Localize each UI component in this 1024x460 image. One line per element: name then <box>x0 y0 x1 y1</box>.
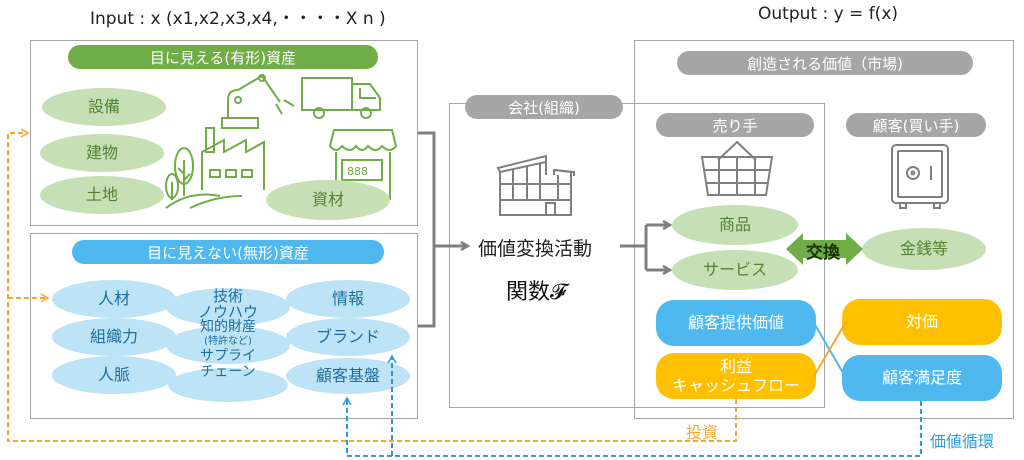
intangible-item-talent: 人材 <box>52 280 176 318</box>
tangible-assets-header: 目に見える(有形)資産 <box>68 45 378 69</box>
customer-satisfaction-box: 顧客満足度 <box>842 355 1002 401</box>
profit-label: 利益 <box>719 356 752 376</box>
input-title: Input : x (x1,x2,x3,x4,・・・・X n ) <box>90 9 386 29</box>
tangible-item-land: 土地 <box>40 176 164 214</box>
buyer-header: 顧客(買い手) <box>846 113 986 137</box>
intangible-item-organization: 組織力 <box>52 318 176 356</box>
intangible-item-information: 情報 <box>286 280 410 318</box>
exchange-label: 交換 <box>806 243 840 263</box>
intangible-center-labels: 技術 ノウハウ 知的財産 (特許など) サプライ チェーン <box>166 287 290 381</box>
price-box: 対価 <box>842 299 1002 345</box>
function-f: 関数𝓕 <box>506 280 567 305</box>
label-supply: サプライ <box>200 348 256 364</box>
value-conversion-activity: 価値変換活動 <box>478 238 593 260</box>
market-header: 創造される価値（市場) <box>677 51 973 75</box>
tangible-item-materials: 資材 <box>266 180 390 220</box>
company-header: 会社(組織) <box>465 95 623 119</box>
output-title: Output : y = f(x) <box>758 4 899 24</box>
value-cycle-label: 価値循環 <box>930 432 995 451</box>
label-patent: (特許など) <box>204 336 252 347</box>
tangible-item-building: 建物 <box>40 134 164 172</box>
label-chain: チェーン <box>200 364 256 380</box>
seller-item-service: サービス <box>672 250 798 290</box>
investment-label: 投資 <box>686 423 719 442</box>
seller-item-product: 商品 <box>672 205 798 245</box>
intangible-assets-header: 目に見えない(無形)資産 <box>72 240 384 264</box>
profit-cashflow-box: 利益 キャッシュフロー <box>656 353 816 399</box>
intangible-item-network: 人脈 <box>52 356 176 394</box>
tangible-item-equipment: 設備 <box>42 88 166 126</box>
label-ip: 知的財産 <box>200 319 256 335</box>
seller-header: 売り手 <box>656 113 814 137</box>
intangible-item-brand: ブランド <box>286 318 410 356</box>
customer-value-box: 顧客提供価値 <box>656 300 816 346</box>
cashflow-label: キャッシュフロー <box>671 376 800 395</box>
intangible-item-customer-base: 顧客基盤 <box>286 358 410 394</box>
buyer-item-money: 金銭等 <box>862 228 986 270</box>
